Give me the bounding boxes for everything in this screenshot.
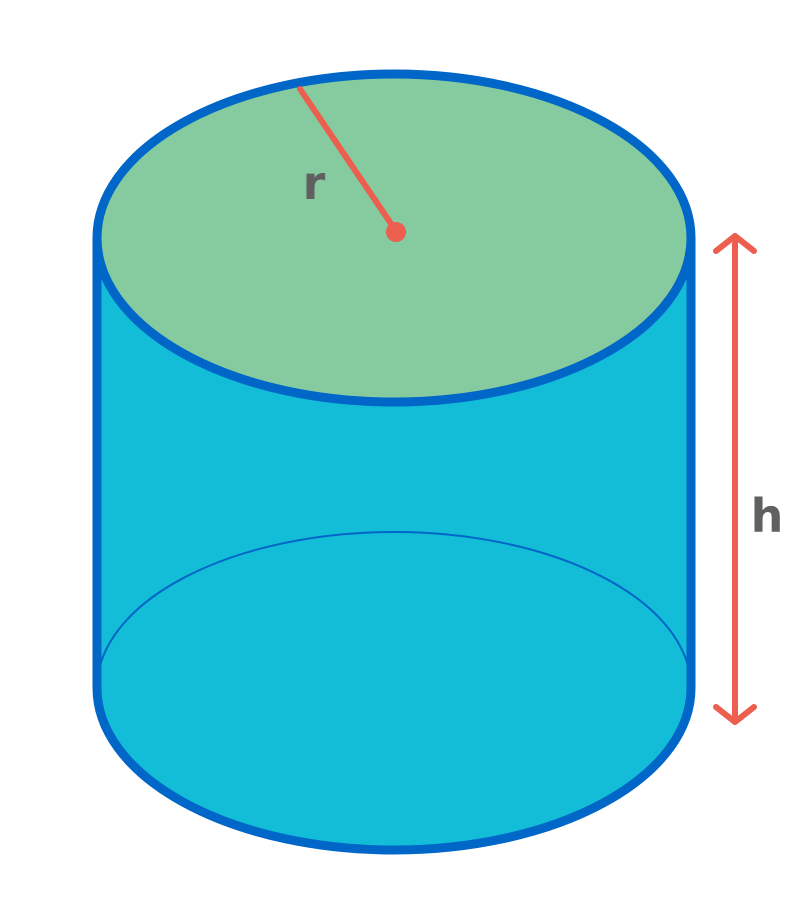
height-arrow-top-head bbox=[713, 233, 757, 254]
height-label: h bbox=[751, 489, 784, 543]
radius-line bbox=[297, 86, 399, 234]
height-annotation: h bbox=[713, 233, 784, 725]
radius-annotation: r bbox=[297, 86, 406, 242]
radius-label: r bbox=[303, 156, 326, 210]
height-arrow-bottom-head bbox=[713, 704, 757, 725]
cylinder-bottom-back-edge bbox=[96, 531, 692, 689]
cylinder-body bbox=[92, 233, 696, 855]
center-point bbox=[386, 222, 406, 242]
cylinder bbox=[92, 69, 696, 855]
